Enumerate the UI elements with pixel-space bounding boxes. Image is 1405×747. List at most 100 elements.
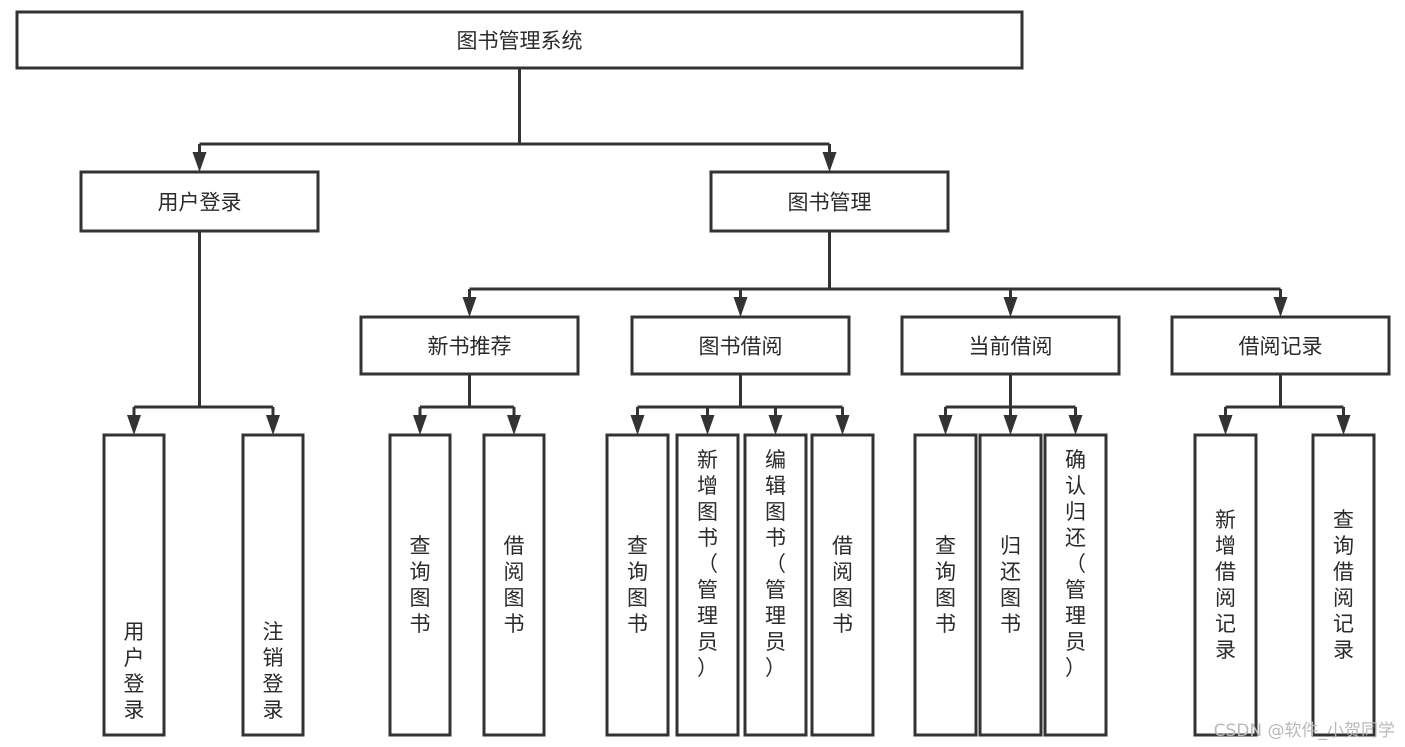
node-leaf-user-login-label-char: 用	[124, 620, 145, 644]
node-leaf-edit-book-admin-label-char: （	[765, 552, 786, 576]
node-leaf-confirm-return-label-char: 理	[1065, 604, 1086, 628]
node-book-manage[interactable]: 图书管理	[709, 170, 950, 233]
node-leaf-return-book-label-char: 图	[1000, 586, 1021, 610]
node-new-book-recommend-label: 新书推荐	[428, 335, 512, 359]
node-book-borrow-box[interactable]	[630, 315, 851, 376]
node-leaf-edit-book-admin-label-char: ）	[765, 656, 786, 680]
node-leaf-add-borrow-record-label-char: 阅	[1215, 586, 1236, 610]
connector-group-book-borrow	[630, 374, 850, 435]
node-leaf-user-login[interactable]: 用户登录	[102, 433, 166, 737]
node-leaf-query-book-1-box[interactable]	[388, 433, 452, 737]
connector-group-root	[192, 68, 837, 172]
node-leaf-query-book-3-box[interactable]	[913, 433, 978, 737]
connector-group-new-book-recommend	[413, 374, 521, 435]
node-leaf-return-book-box[interactable]	[978, 433, 1043, 737]
node-root-label: 图书管理系统	[457, 29, 583, 53]
node-leaf-borrow-book-2-label-char: 阅	[832, 560, 853, 584]
node-leaf-borrow-book-1-label-char: 借	[504, 534, 525, 558]
node-new-book-recommend[interactable]: 新书推荐	[359, 315, 580, 376]
connector-group-borrow-record	[1218, 374, 1351, 435]
node-leaf-user-login-box[interactable]	[102, 433, 166, 737]
node-leaf-logout-label-char: 录	[263, 698, 284, 722]
node-leaf-edit-book-admin-box[interactable]	[743, 433, 808, 737]
arrow-head-icon	[462, 297, 477, 317]
node-book-borrow-label: 图书借阅	[699, 335, 783, 359]
node-leaf-add-borrow-record-label-char: 录	[1215, 638, 1236, 662]
arrow-head-icon	[700, 415, 715, 435]
node-user-login-box[interactable]	[79, 170, 320, 233]
node-current-borrow-box[interactable]	[900, 315, 1121, 376]
node-leaf-add-book-admin-label-char: 员	[697, 630, 718, 654]
arrow-head-icon	[266, 415, 280, 435]
node-leaf-add-book-admin-box[interactable]	[675, 433, 740, 737]
node-leaf-query-book-3-label-char: 图	[935, 586, 956, 610]
node-root[interactable]: 图书管理系统	[15, 10, 1024, 70]
node-leaf-confirm-return-box[interactable]	[1043, 433, 1108, 737]
arrow-head-icon	[1003, 297, 1018, 317]
node-user-login[interactable]: 用户登录	[79, 170, 320, 233]
node-leaf-add-borrow-record-label-char: 新	[1215, 508, 1236, 532]
node-leaf-confirm-return-label-char: 管	[1065, 578, 1086, 602]
node-current-borrow[interactable]: 当前借阅	[900, 315, 1121, 376]
node-leaf-query-borrow-record-label-char: 询	[1333, 534, 1354, 558]
arrow-head-icon	[413, 415, 427, 435]
node-root-box[interactable]	[15, 10, 1024, 70]
node-borrow-record-box[interactable]	[1170, 315, 1391, 376]
node-leaf-logout-box[interactable]	[241, 433, 305, 737]
arrow-head-icon	[822, 152, 837, 172]
node-leaf-query-borrow-record-label-char: 录	[1333, 638, 1354, 662]
node-leaf-user-login-label-char: 户	[124, 646, 145, 670]
node-leaf-add-book-admin-label-char: 书	[697, 526, 718, 550]
node-leaf-add-borrow-record-box[interactable]	[1193, 433, 1258, 737]
node-current-borrow-label: 当前借阅	[969, 335, 1053, 359]
node-leaf-confirm-return-label-char: 确	[1065, 448, 1086, 472]
node-leaf-add-borrow-record-label-char: 借	[1215, 560, 1236, 584]
arrow-head-icon	[1003, 415, 1018, 435]
node-leaf-query-borrow-record-box[interactable]	[1311, 433, 1376, 737]
node-leaf-user-login-label-char: 登	[124, 672, 145, 696]
node-leaf-query-book-1-label-char: 查	[410, 534, 431, 558]
connector-group-current-borrow	[938, 374, 1083, 435]
node-book-borrow[interactable]: 图书借阅	[630, 315, 851, 376]
arrow-head-icon	[768, 415, 783, 435]
node-leaf-query-borrow-record-label-char: 记	[1333, 612, 1354, 636]
node-leaf-query-book-2-label-char: 书	[627, 612, 648, 636]
node-leaf-query-book-1-label-char: 询	[410, 560, 431, 584]
node-leaf-add-book-admin-label-char: 管	[697, 578, 718, 602]
node-layer: 图书管理系统用户登录图书管理新书推荐图书借阅当前借阅借阅记录用户登录注销登录查询…	[15, 10, 1391, 737]
node-leaf-confirm-return-label-char: （	[1065, 552, 1086, 576]
node-leaf-borrow-book-1-box[interactable]	[482, 433, 546, 737]
arrow-head-icon	[1273, 297, 1288, 317]
arrow-head-icon	[1218, 415, 1233, 435]
node-leaf-query-book-2-box[interactable]	[605, 433, 670, 737]
node-leaf-return-book-label-char: 书	[1000, 612, 1021, 636]
node-leaf-borrow-book-2-box[interactable]	[810, 433, 875, 737]
node-book-manage-box[interactable]	[709, 170, 950, 233]
node-leaf-query-book-2-label-char: 图	[627, 586, 648, 610]
node-leaf-logout-label-char: 登	[263, 672, 284, 696]
node-borrow-record[interactable]: 借阅记录	[1170, 315, 1391, 376]
node-new-book-recommend-box[interactable]	[359, 315, 580, 376]
node-leaf-logout-label-char: 注	[263, 620, 284, 644]
node-leaf-add-book-admin-label-char: （	[697, 552, 718, 576]
